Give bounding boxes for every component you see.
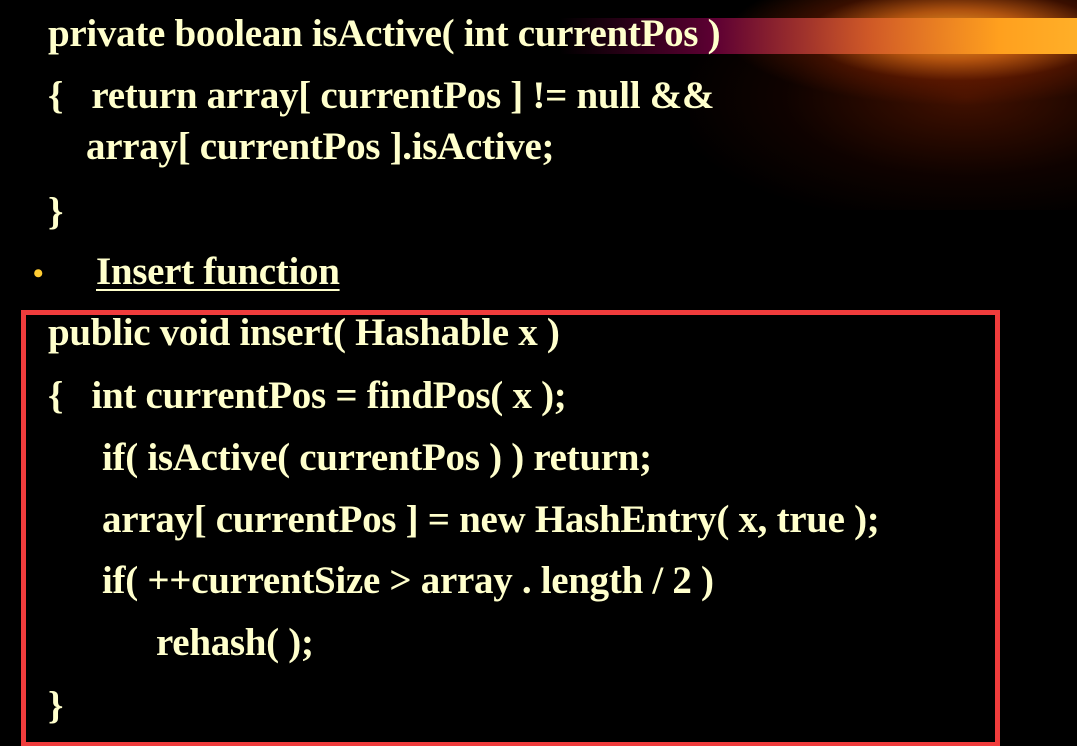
code-line-is-active-check: if( isActive( currentPos ) ) return; (102, 436, 652, 479)
bullet-icon: • (33, 257, 44, 290)
code-line-close-brace-top: } (48, 190, 64, 233)
code-line-new-hash-entry: array[ currentPos ] = new HashEntry( x, … (102, 498, 880, 541)
corner-glow-decoration (690, 0, 1077, 210)
code-line-size-check: if( ++currentSize > array . length / 2 ) (102, 559, 714, 602)
code-line-insert-signature: public void insert( Hashable x ) (48, 311, 560, 354)
code-line-find-pos: { int currentPos = findPos( x ); (48, 374, 567, 417)
code-line-close-brace-insert: } (48, 684, 64, 727)
code-line-return-null-check: { return array[ currentPos ] != null && (48, 74, 715, 117)
code-line-rehash: rehash( ); (156, 621, 314, 664)
section-heading: Insert function (96, 250, 340, 293)
code-line-is-active-field: array[ currentPos ].isActive; (86, 125, 555, 168)
code-line-is-active-signature: private boolean isActive( int currentPos… (48, 12, 721, 55)
